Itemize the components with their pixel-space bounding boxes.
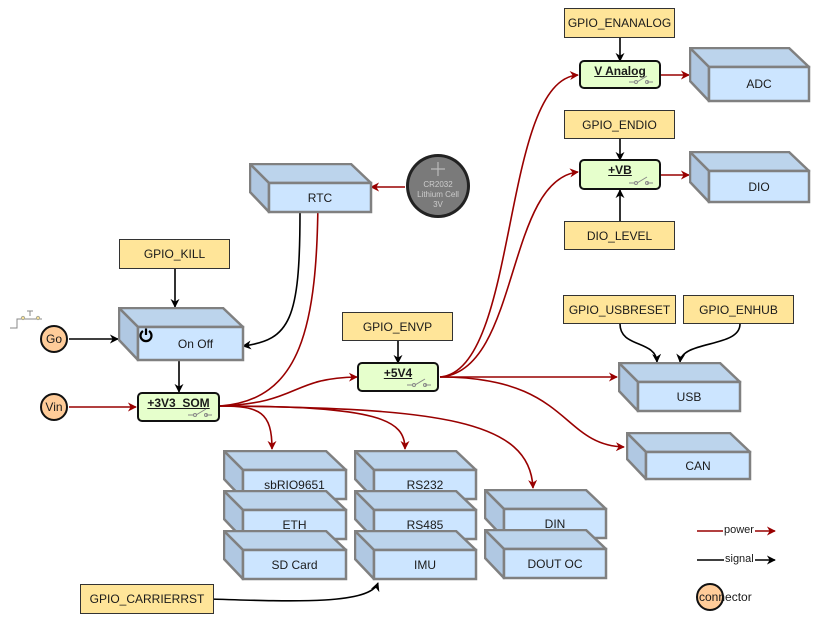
legend-connector-circle [696, 583, 724, 611]
box-shape [249, 163, 373, 214]
gpio-endio[interactable]: GPIO_ENDIO [564, 110, 675, 139]
block-eth[interactable]: ETH [223, 490, 348, 541]
switch-5v4[interactable]: +5V4 [357, 362, 439, 392]
block-eth-label: ETH [282, 517, 307, 532]
legend-connector-label: connector [699, 590, 752, 604]
box-shape [484, 529, 608, 580]
switch-3v3-som-label: +3V3_SOM [147, 396, 210, 410]
power-wire-3v3-rtc [219, 189, 323, 407]
gpio-carrierrst[interactable]: GPIO_CARRIERRST [80, 584, 214, 614]
box-shape [223, 490, 348, 541]
battery-voltage: 3V [433, 200, 443, 209]
box-shape [118, 307, 245, 362]
switch-v-analog[interactable]: V Analog [579, 60, 661, 89]
battery-label: CR2032 Lithium Cell 3V [406, 180, 470, 210]
switch-5v4-label: +5V4 [383, 366, 413, 380]
block-sdcard[interactable]: SD Card [223, 530, 348, 581]
switch-v-analog-label: V Analog [594, 64, 646, 78]
box-shape [223, 530, 348, 581]
block-sdcard-label: SD Card [271, 557, 318, 572]
connector-go[interactable]: Go [40, 325, 68, 353]
block-can[interactable]: CAN [626, 432, 752, 481]
switch-icon [407, 378, 431, 387]
gpio-envp[interactable]: GPIO_ENVP [342, 312, 453, 341]
block-imu[interactable]: IMU [354, 530, 478, 581]
block-usb[interactable]: USB [618, 362, 742, 413]
switch-icon [629, 176, 653, 185]
signal-wire-rtc-onoff [242, 211, 301, 350]
signal-wire-enhub-usb [676, 323, 741, 363]
box-shape [689, 47, 811, 103]
block-dio-label: DIO [748, 179, 770, 194]
connector-vin[interactable]: Vin [40, 393, 68, 421]
battery-icon [406, 154, 470, 218]
block-doutoc-label: DOUT OC [527, 556, 583, 571]
signal-wire-carrierrst-imu [209, 582, 380, 602]
box-shape [626, 432, 752, 481]
switch-icon [188, 408, 212, 417]
legend-signal-label: signal [724, 553, 755, 565]
block-doutoc[interactable]: DOUT OC [484, 529, 608, 580]
battery-type: CR2032 [423, 180, 453, 189]
gpio-enhub[interactable]: GPIO_ENHUB [683, 295, 794, 324]
switch-3v3-som[interactable]: +3V3_SOM [137, 392, 220, 422]
block-sbrio-label: sbRIO9651 [264, 477, 325, 492]
block-usb-label: USB [676, 389, 702, 404]
box-shape [618, 362, 742, 413]
block-din-label: DIN [544, 516, 566, 531]
block-adc[interactable]: ADC [689, 47, 811, 103]
box-shape [689, 151, 811, 204]
battery-chem: Lithium Cell [417, 190, 459, 199]
power-wire-3v3-5v4 [219, 372, 358, 407]
block-rtc[interactable]: RTC [249, 163, 373, 214]
block-rs485-label: RS485 [406, 517, 444, 532]
power-wire-3v3-rs232 [219, 405, 410, 450]
signal-wire-usbreset-usb [619, 323, 662, 363]
gpio-kill[interactable]: GPIO_KILL [119, 239, 230, 269]
block-imu-label: IMU [414, 557, 436, 572]
block-adc-label: ADC [746, 77, 772, 91]
power-wire-5v4-vanalog [439, 71, 579, 378]
switch-vb[interactable]: +VB [579, 159, 661, 190]
power-wire-3v3-sbrio [219, 405, 277, 450]
switch-icon [629, 75, 653, 84]
legend-power-label: power [723, 524, 755, 536]
block-rs232-label: RS232 [406, 477, 444, 492]
box-shape [354, 530, 478, 581]
block-rtc-label: RTC [307, 190, 333, 205]
block-onoff[interactable]: On Off [118, 307, 245, 362]
block-can-label: CAN [685, 458, 711, 473]
block-onoff-label: On Off [177, 336, 214, 351]
gpio-enanalog[interactable]: GPIO_ENANALOG [564, 8, 675, 38]
pushbutton-icon [10, 310, 42, 329]
power-wire-5v4-vb [439, 168, 579, 378]
gpio-usbreset[interactable]: GPIO_USBRESET [563, 295, 676, 324]
gpio-dio-level[interactable]: DIO_LEVEL [564, 221, 675, 250]
switch-vb-label: +VB [608, 163, 632, 177]
power-wire-3v3-din [219, 405, 538, 489]
power-wire-5v4-can [439, 376, 625, 452]
block-dio[interactable]: DIO [689, 151, 811, 204]
